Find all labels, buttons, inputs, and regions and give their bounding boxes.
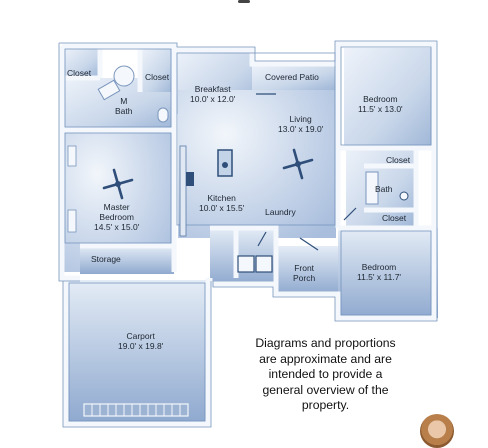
window-left-1-icon (67, 145, 77, 167)
label-laundry: Laundry (265, 207, 296, 217)
floor-front-porch (276, 246, 338, 294)
vanity-sink-icon (113, 65, 135, 87)
room-floors (62, 48, 438, 422)
floor-closets-bath (346, 146, 416, 230)
floor-covered-patio (252, 64, 338, 90)
floor-plan-diagram (58, 40, 438, 428)
agent-avatar (420, 414, 454, 448)
wall-edges (58, 40, 438, 428)
floor-closet-top (140, 48, 174, 92)
label-bath-r: Bath (375, 184, 393, 194)
label-storage: Storage (91, 254, 121, 264)
doors (256, 93, 357, 251)
door-bedroom-icon (343, 207, 357, 221)
washer-icon (237, 255, 255, 273)
cropped-top-mark (238, 0, 250, 3)
door-front-icon (299, 237, 319, 251)
stove-icon (186, 172, 194, 186)
floor-storage (80, 246, 174, 274)
floor-closet-tl (62, 48, 100, 78)
label-closet-tl: Closet (67, 68, 92, 78)
floor-bedroom-1 (344, 48, 434, 148)
floor-carport (66, 280, 208, 422)
kitchen-counter-icon (179, 145, 187, 237)
fixtures (67, 65, 409, 417)
carport-grate-icon (83, 403, 189, 417)
dryer-icon (255, 255, 273, 273)
island-sink-icon (222, 162, 228, 168)
ceiling-fan-master-icon (102, 168, 134, 200)
window-left-2-icon (67, 209, 77, 233)
label-covered-patio: Covered Patio (265, 72, 319, 82)
ceiling-fan-living-icon (282, 148, 314, 180)
toilet-icon (157, 107, 169, 123)
label-closet-top: Closet (145, 72, 170, 82)
bath-tub-right-icon (365, 171, 379, 205)
walls (59, 41, 437, 427)
door-laundry-icon (257, 231, 267, 247)
tub-icon (97, 79, 121, 101)
floor-bedroom-2 (338, 228, 438, 318)
label-closet-r1: Closet (386, 155, 411, 165)
bath-sink-right-icon (399, 191, 409, 201)
disclaimer-note: Diagrams and proportions are approximate… (255, 336, 396, 413)
carport-grate-bars (91, 404, 181, 416)
floor-living-kitchen (178, 90, 336, 238)
label-closet-r2: Closet (382, 213, 407, 223)
